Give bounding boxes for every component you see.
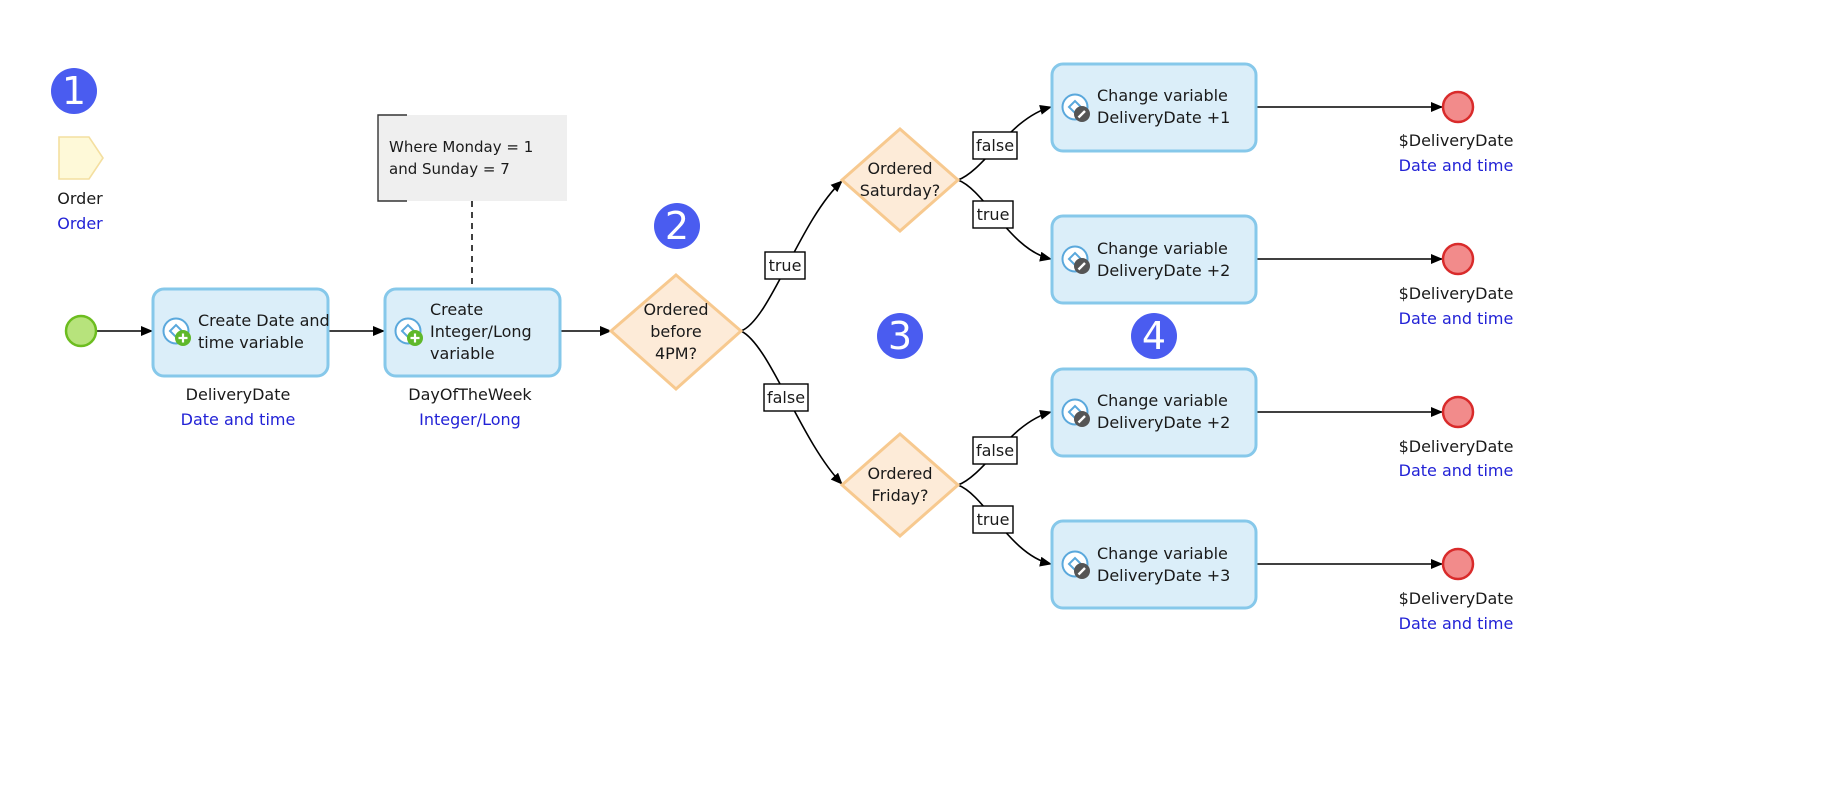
marker-1: 1 xyxy=(51,68,97,114)
activity-create-int-line-1: Create xyxy=(430,300,483,319)
svg-text:false: false xyxy=(976,136,1014,155)
parameter-icon xyxy=(58,136,104,180)
end-event-4-type: Date and time xyxy=(1399,614,1514,633)
annotation-line-2: and Sunday = 7 xyxy=(389,160,510,178)
parameter-order[interactable]: Order Order xyxy=(57,136,104,233)
var-type-delivery-date: Date and time xyxy=(181,410,296,429)
activity-change-plus-1[interactable]: Change variable DeliveryDate +1 xyxy=(1050,62,1258,153)
svg-text:Change variable: Change variable xyxy=(1097,239,1228,258)
end-event-1-type: Date and time xyxy=(1399,156,1514,175)
activity-create-int[interactable]: Create Integer/Long variable xyxy=(383,287,562,378)
svg-text:false: false xyxy=(767,388,805,407)
end-event-1[interactable]: $DeliveryDate Date and time xyxy=(1399,90,1514,175)
edge-label-before-false[interactable]: false xyxy=(763,383,809,412)
decision-saturday[interactable]: Ordered Saturday? xyxy=(839,127,961,233)
activity-create-int-line-2: Integer/Long xyxy=(430,322,532,341)
end-event-2[interactable]: $DeliveryDate Date and time xyxy=(1399,242,1514,328)
end-event-2-value: $DeliveryDate xyxy=(1399,284,1514,303)
decision-friday-line-1: Ordered xyxy=(867,464,932,483)
end-event-2-type: Date and time xyxy=(1399,309,1514,328)
svg-text:false: false xyxy=(976,441,1014,460)
decision-before-4pm[interactable]: Ordered before 4PM? xyxy=(608,273,744,392)
marker-3: 3 xyxy=(877,313,923,359)
marker-4: 4 xyxy=(1131,313,1177,359)
svg-text:DeliveryDate +2: DeliveryDate +2 xyxy=(1097,261,1230,280)
decision-before-4pm-line-1: Ordered xyxy=(643,300,708,319)
edge-label-sat-false[interactable]: false xyxy=(972,131,1018,160)
activity-create-date-line-2: time variable xyxy=(198,333,304,352)
annotation[interactable]: Where Monday = 1 and Sunday = 7 xyxy=(377,114,567,202)
activity-change-plus-2-saturday[interactable]: Change variable DeliveryDate +2 xyxy=(1050,214,1258,305)
decision-saturday-line-2: Saturday? xyxy=(860,181,941,200)
svg-text:Change variable: Change variable xyxy=(1097,86,1228,105)
activity-create-date-line-1: Create Date and xyxy=(198,311,330,330)
svg-text:true: true xyxy=(769,256,802,275)
svg-text:Change variable: Change variable xyxy=(1097,544,1228,563)
parameter-name: Order xyxy=(57,189,103,208)
svg-text:DeliveryDate +2: DeliveryDate +2 xyxy=(1097,413,1230,432)
activity-create-date[interactable]: Create Date and time variable xyxy=(151,287,330,378)
decision-friday-line-2: Friday? xyxy=(872,486,929,505)
end-event-3[interactable]: $DeliveryDate Date and time xyxy=(1399,395,1514,480)
var-type-day-of-week: Integer/Long xyxy=(419,410,521,429)
end-event-1-value: $DeliveryDate xyxy=(1399,131,1514,150)
end-event-3-value: $DeliveryDate xyxy=(1399,437,1514,456)
activity-change-plus-2-friday[interactable]: Change variable DeliveryDate +2 xyxy=(1050,367,1258,458)
decision-before-4pm-line-2: before xyxy=(650,322,702,341)
end-event-4[interactable]: $DeliveryDate Date and time xyxy=(1399,547,1514,633)
annotation-line-1: Where Monday = 1 xyxy=(389,138,533,156)
svg-text:true: true xyxy=(977,510,1010,529)
end-event-4-value: $DeliveryDate xyxy=(1399,589,1514,608)
edge-label-fri-true[interactable]: true xyxy=(972,505,1014,534)
edge-label-fri-false[interactable]: false xyxy=(972,436,1018,465)
marker-4-label: 4 xyxy=(1142,314,1166,358)
marker-3-label: 3 xyxy=(888,314,912,358)
decision-saturday-line-1: Ordered xyxy=(867,159,932,178)
parameter-type: Order xyxy=(57,214,103,233)
marker-2: 2 xyxy=(654,203,700,249)
end-event-3-type: Date and time xyxy=(1399,461,1514,480)
svg-text:Change variable: Change variable xyxy=(1097,391,1228,410)
marker-1-label: 1 xyxy=(62,69,86,113)
var-name-delivery-date: DeliveryDate xyxy=(186,385,291,404)
edge-label-before-true[interactable]: true xyxy=(764,251,806,280)
activity-change-plus-3[interactable]: Change variable DeliveryDate +3 xyxy=(1050,519,1258,610)
decision-friday[interactable]: Ordered Friday? xyxy=(839,432,961,538)
svg-text:DeliveryDate +1: DeliveryDate +1 xyxy=(1097,108,1230,127)
var-name-day-of-week: DayOfTheWeek xyxy=(408,385,532,404)
svg-text:true: true xyxy=(977,205,1010,224)
edge-label-sat-true[interactable]: true xyxy=(972,200,1014,229)
svg-text:DeliveryDate +3: DeliveryDate +3 xyxy=(1097,566,1230,585)
start-event[interactable] xyxy=(64,314,98,348)
marker-2-label: 2 xyxy=(665,204,689,248)
activity-create-int-line-3: variable xyxy=(430,344,495,363)
decision-before-4pm-line-3: 4PM? xyxy=(655,344,697,363)
